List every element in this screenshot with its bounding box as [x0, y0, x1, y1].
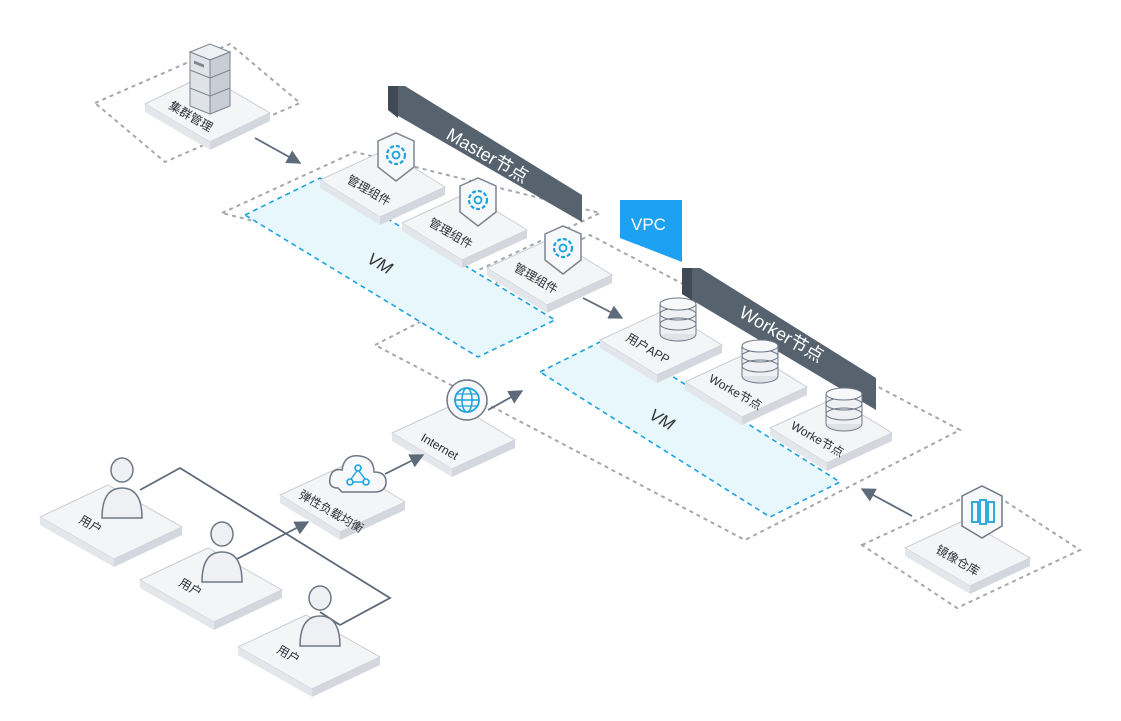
user-icon [299, 585, 341, 647]
elb-to-internet-arrow [384, 454, 425, 475]
vpc-tag: VPC [620, 200, 682, 262]
user-icon [101, 457, 143, 519]
image-repo-tile[interactable] [903, 519, 1032, 594]
worker-vm-region [538, 336, 842, 518]
worker-node-tile-2[interactable] [768, 397, 894, 471]
vpc-label: VPC [631, 215, 666, 234]
repo-to-worker-arrow [860, 488, 913, 517]
globe-icon [446, 379, 488, 421]
user2-to-elb-arrow [234, 521, 310, 561]
mgmt-tile-2[interactable] [400, 192, 529, 268]
gear-shield-icon [459, 177, 497, 227]
database-icon [741, 339, 779, 384]
image-repo-group [859, 486, 1083, 610]
server-rack-icon [188, 43, 232, 115]
cluster-to-master-arrow [254, 137, 302, 164]
cluster-mgmt-group [93, 42, 302, 164]
user-tile-1[interactable] [38, 484, 184, 567]
image-repo-icon [961, 485, 1003, 539]
master-vm-region [243, 177, 557, 358]
user-icon [201, 521, 243, 583]
elb-tile[interactable] [278, 464, 407, 540]
worker-node-tile-1[interactable] [683, 351, 809, 425]
database-icon [825, 387, 863, 432]
user-app-tile[interactable] [598, 309, 724, 383]
gear-shield-icon [544, 225, 582, 275]
master-to-app-arrow [582, 297, 624, 319]
user-tile-3[interactable] [236, 614, 382, 697]
internet-to-vpc-arrow [487, 390, 524, 411]
mgmt-tile-3[interactable] [485, 237, 614, 313]
master-group [219, 150, 603, 277]
mgmt-tile-1[interactable] [318, 149, 447, 225]
cloud-network-icon [328, 455, 387, 493]
gear-shield-icon [377, 132, 415, 182]
database-icon [659, 297, 697, 342]
user-tile-2[interactable] [138, 547, 284, 630]
